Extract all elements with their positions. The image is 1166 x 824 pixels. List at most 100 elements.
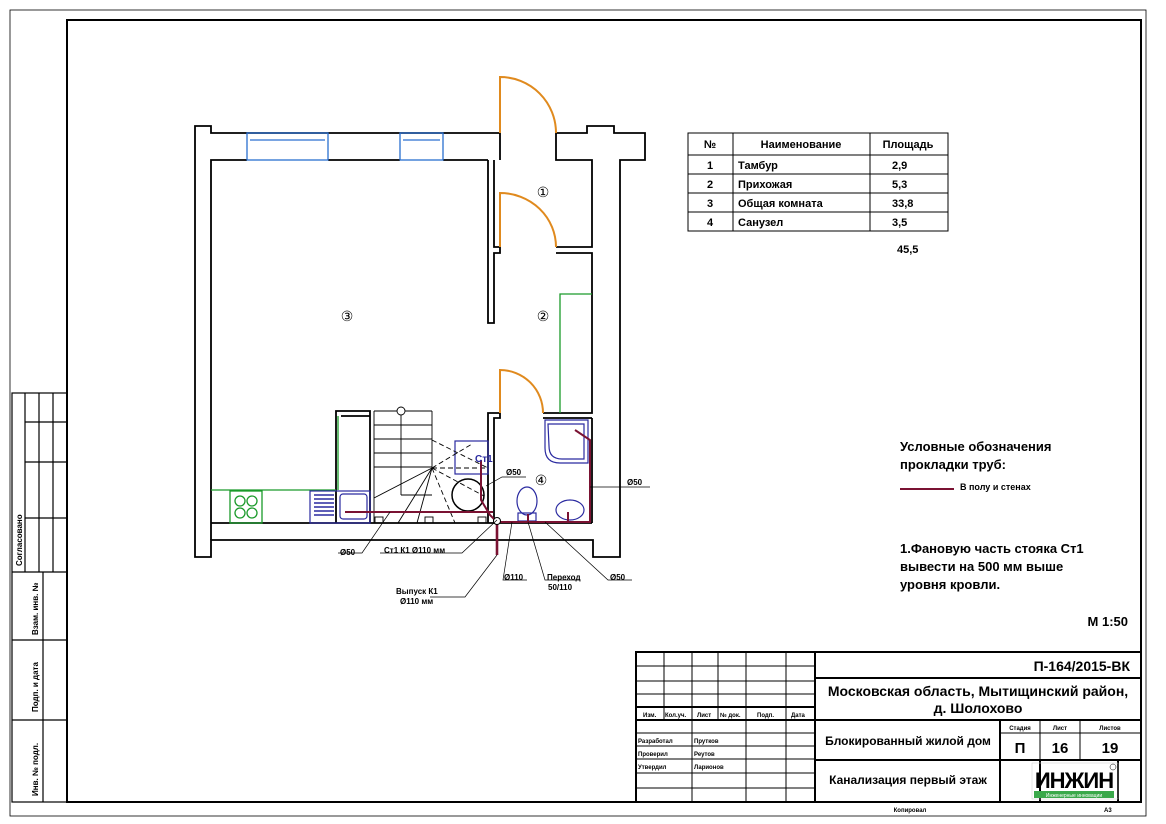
wardrobe <box>559 293 592 413</box>
room-table <box>687 132 949 232</box>
scale-label: М 1:50 <box>1088 614 1128 629</box>
table-row: 4 Санузел 3,5 <box>707 217 907 229</box>
window <box>246 132 329 161</box>
callout-outlet-2: Ø110 мм <box>400 597 433 606</box>
inner-door <box>499 191 557 248</box>
format-label: А3 <box>1104 808 1112 814</box>
col-header-change: Изм. <box>643 713 657 719</box>
stage-value: П <box>1015 740 1026 757</box>
outer-trim-border <box>9 9 1147 817</box>
window <box>399 132 444 161</box>
col-header-sheet: Лист <box>697 713 711 719</box>
svg-text:4: 4 <box>707 217 714 229</box>
svg-text:3: 3 <box>707 198 713 210</box>
staircase <box>373 406 489 524</box>
pipe-stack <box>480 460 498 523</box>
legend-title-1: Условные обозначения <box>900 439 1051 454</box>
callout-d50-bottom: Ø50 <box>610 573 626 582</box>
copied-label: Копировал <box>894 808 927 814</box>
legend-item: В полу и стенах <box>960 482 1031 492</box>
leader-lines <box>338 476 650 598</box>
svg-text:Тамбур: Тамбур <box>738 160 778 172</box>
stack-box <box>454 440 489 475</box>
address-line-2: д. Шолохово <box>934 700 1023 716</box>
company-logo: ИНЖИН Инженерные инновации <box>1031 762 1119 800</box>
bathroom-door <box>499 368 544 414</box>
callout-d50-stack: Ø50 <box>506 468 522 477</box>
table-row: 3 Общая комната 33,8 <box>707 198 913 210</box>
svg-text:Прихожая: Прихожая <box>738 179 792 191</box>
sheet-value: 16 <box>1052 740 1069 757</box>
callout-outlet-1: Выпуск К1 <box>396 587 438 596</box>
role-developed: Разработал <box>638 738 673 745</box>
callout-d110: Ø110 <box>504 573 524 582</box>
svg-text:33,8: 33,8 <box>892 198 913 210</box>
note-line-2: вывести на 500 мм выше <box>900 559 1063 574</box>
role-approved: Утвердил <box>638 765 667 771</box>
kitchen-sink <box>309 490 371 524</box>
callout-transition-2: 50/110 <box>548 583 573 592</box>
sign-date-label: Подп. и дата <box>31 662 40 712</box>
svg-text:1: 1 <box>707 160 713 172</box>
sheets-label: Листов <box>1099 726 1121 732</box>
stack-label: Ст1 <box>475 454 493 465</box>
role-checked: Проверил <box>638 752 668 758</box>
doors <box>499 75 557 414</box>
svg-text:Инженерные инновации: Инженерные инновации <box>1046 793 1102 799</box>
name-developed: Прутков <box>694 739 719 745</box>
project-name: Блокированный жилой дом <box>825 734 991 748</box>
pipe-bathroom <box>497 429 591 523</box>
table-row: 2 Прихожая 5,3 <box>707 179 907 191</box>
shower-tray <box>544 419 589 464</box>
svg-text:2,9: 2,9 <box>892 160 907 172</box>
windows <box>246 132 444 161</box>
agreed-label: Согласовано <box>15 514 24 566</box>
side-strip <box>11 392 68 803</box>
sheet-label: Лист <box>1053 726 1067 732</box>
sewer-pipes <box>345 429 591 555</box>
callout-d50-kitchen: Ø50 <box>340 548 356 557</box>
table-total: 45,5 <box>897 244 918 256</box>
title-block <box>635 651 1142 803</box>
svg-text:3,5: 3,5 <box>892 217 907 229</box>
col-header-doc: № док. <box>720 712 741 719</box>
replacement-inv-label: Взам. инв. № <box>31 582 40 635</box>
room-number-4: ④ <box>535 472 548 488</box>
toilet <box>516 486 538 516</box>
svg-text:2: 2 <box>707 179 713 191</box>
stage-label: Стадия <box>1009 726 1031 732</box>
col-header-sign: Подп. <box>757 713 774 719</box>
col-header-qty: Кол.уч. <box>665 713 686 719</box>
callout-transition-1: Переход <box>547 573 581 582</box>
svg-text:ИНЖИН: ИНЖИН <box>1035 768 1113 793</box>
furniture <box>211 293 592 524</box>
name-approved: Ларионов <box>694 765 724 771</box>
room-number-2: ② <box>537 308 550 324</box>
drawing-code: П-164/2015-ВК <box>1034 658 1131 674</box>
svg-text:Санузел: Санузел <box>738 217 783 229</box>
fixtures <box>309 419 589 524</box>
address-line-1: Московская область, Мытищинский район, <box>828 683 1128 699</box>
sheet-title: Канализация первый этаж <box>829 773 987 787</box>
callout-d50-right: Ø50 <box>627 478 643 487</box>
svg-text:5,3: 5,3 <box>892 179 907 191</box>
entrance-door <box>499 75 557 134</box>
room-number-3: ③ <box>341 308 354 324</box>
inv-original-label: Инв. № подл. <box>31 743 40 796</box>
stove <box>229 490 263 524</box>
col-header-date: Дата <box>791 713 806 719</box>
room-number-1: ① <box>537 184 550 200</box>
name-checked: Реутов <box>694 752 715 758</box>
table-header-no: № <box>704 139 716 151</box>
table-row: 1 Тамбур 2,9 <box>707 160 907 172</box>
floor-plan: Ст1 ① ② ③ ④ Ø50 Ø50 Ø50 Ст1 К1 Ø110 мм В… <box>194 75 650 606</box>
washbasin <box>555 499 585 521</box>
column <box>451 478 485 512</box>
sheets-value: 19 <box>1102 740 1119 757</box>
legend-title-2: прокладки труб: <box>900 457 1006 472</box>
note-line-1: 1.Фановую часть стояка Ст1 <box>900 541 1084 556</box>
svg-text:Общая комната: Общая комната <box>738 198 824 210</box>
note-line-3: уровня кровли. <box>900 577 1000 592</box>
callout-stack-k1: Ст1 К1 Ø110 мм <box>384 546 445 555</box>
